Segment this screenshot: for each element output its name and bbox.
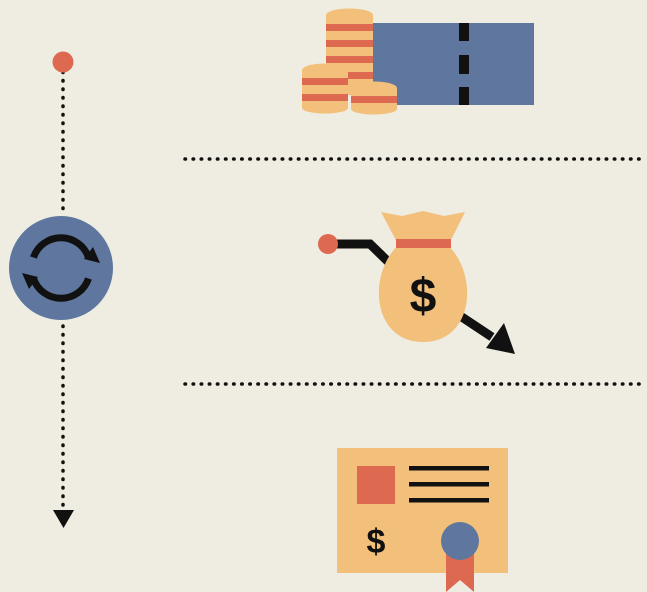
refresh-cycle-icon <box>9 216 113 320</box>
certificate-seal <box>441 522 479 560</box>
decline-arrowhead <box>486 323 515 354</box>
money-bag-dollar-sign: $ <box>410 270 437 323</box>
timeline-start-dot-icon <box>52 51 74 73</box>
certificate-ribbon <box>446 548 474 592</box>
decline-start-dot <box>318 234 338 254</box>
certificate-line-1 <box>409 466 489 471</box>
coin-stack-right <box>351 81 397 115</box>
coin-stack-left <box>302 63 348 114</box>
coins-and-banknote-icon <box>302 8 534 115</box>
arrow-down-icon <box>53 510 74 528</box>
certificate-icon: $ <box>337 448 508 592</box>
timeline <box>52 51 74 528</box>
certificate-dollar-sign: $ <box>367 523 386 561</box>
certificate-line-3 <box>409 498 489 503</box>
certificate-line-2 <box>409 482 489 487</box>
money-bag: $ <box>378 211 468 342</box>
certificate-photo <box>357 466 395 504</box>
money-bag-decline-icon: $ <box>318 211 515 354</box>
money-bag-band <box>396 239 451 248</box>
